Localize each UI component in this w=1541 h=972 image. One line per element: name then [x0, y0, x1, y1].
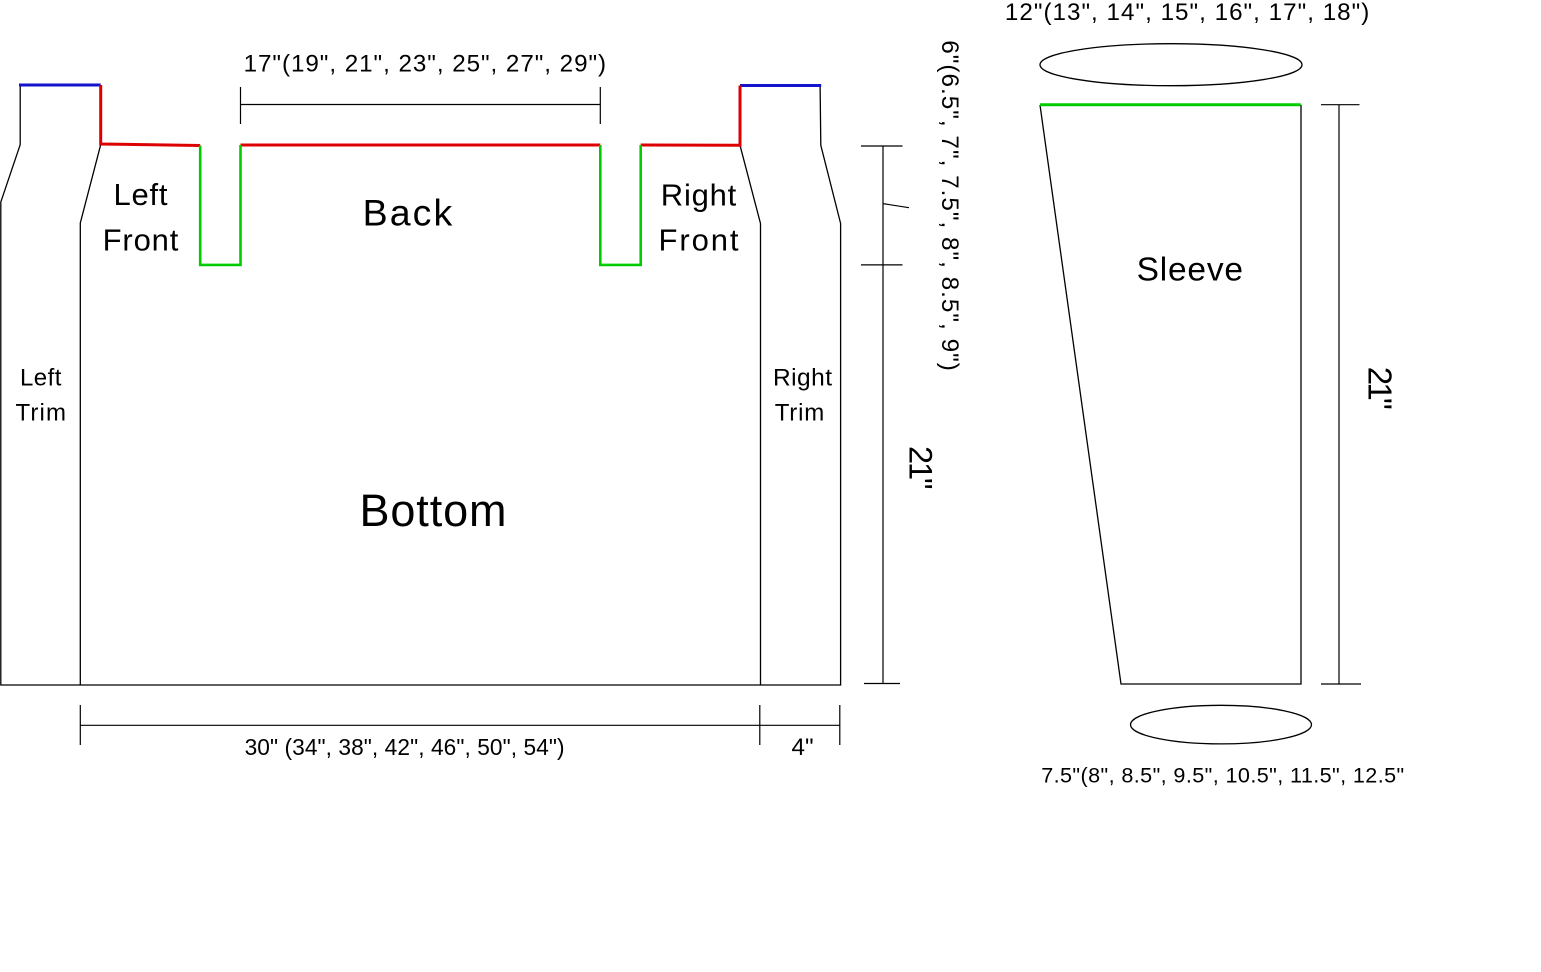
svg-text:Front: Front — [659, 223, 739, 258]
svg-text:Back: Back — [363, 192, 453, 234]
svg-text:6"(6.5", 7", 7.5", 8", 8.5", 9: 6"(6.5", 7", 7.5", 8", 8.5", 9") — [936, 40, 963, 371]
svg-text:Trim: Trim — [15, 400, 65, 427]
svg-text:Bottom: Bottom — [360, 485, 507, 536]
svg-text:30" (34", 38", 42", 46", 50",: 30" (34", 38", 42", 46", 50", 54") — [245, 734, 565, 760]
svg-text:4": 4" — [792, 734, 814, 761]
svg-text:Right: Right — [773, 365, 832, 392]
svg-text:Sleeve: Sleeve — [1137, 252, 1243, 289]
svg-text:12"(13", 14", 15", 16", 17", 1: 12"(13", 14", 15", 16", 17", 18") — [1005, 0, 1369, 26]
svg-text:17"(19", 21", 23", 25", 27", 2: 17"(19", 21", 23", 25", 27", 29") — [244, 51, 606, 78]
svg-text:Front: Front — [103, 222, 179, 257]
svg-text:7.5"(8", 8.5", 9.5", 10.5", 11: 7.5"(8", 8.5", 9.5", 10.5", 11.5", 12.5" — [1041, 763, 1404, 788]
svg-text:Left: Left — [20, 365, 62, 392]
svg-text:21": 21" — [1362, 367, 1399, 410]
svg-text:Right: Right — [661, 178, 737, 213]
svg-text:Left: Left — [114, 177, 168, 212]
svg-text:Trim: Trim — [775, 400, 825, 427]
svg-text:21": 21" — [903, 446, 939, 490]
